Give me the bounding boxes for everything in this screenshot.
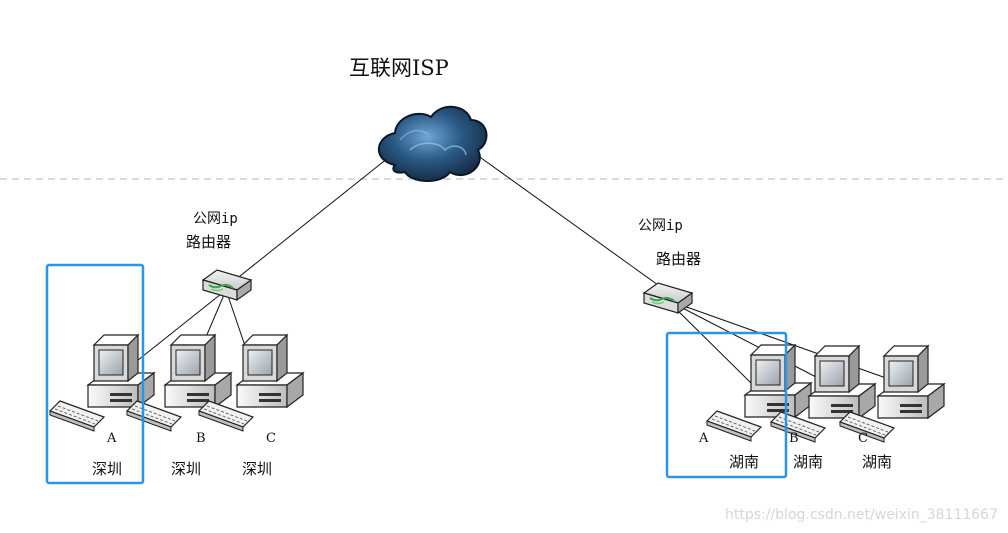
watermark: https://blog.csdn.net/weixin_38111667	[724, 507, 998, 523]
right-router-label-ip: 公网ip	[638, 218, 683, 234]
highlight-box-right	[665, 331, 788, 479]
left-router-label-name: 路由器	[186, 233, 232, 251]
right-host-b-city: 湖南	[793, 453, 824, 471]
diagram-title: 互联网ISP	[349, 56, 449, 80]
left-host-a-city: 深圳	[92, 460, 123, 478]
router-icon	[202, 269, 252, 301]
right-host-a-letter: A	[699, 431, 709, 446]
left-host-c-city: 深圳	[242, 460, 273, 478]
left-host-c-letter: C	[266, 431, 276, 446]
left-router-label-ip: 公网ip	[193, 211, 238, 227]
left-host-b-city: 深圳	[171, 460, 202, 478]
left-host-a-letter: A	[107, 431, 117, 446]
right-host-a-city: 湖南	[729, 453, 760, 471]
right-router-label-name: 路由器	[656, 250, 702, 268]
highlight-box-left	[45, 263, 145, 485]
router-icon	[643, 282, 693, 314]
right-host-c-letter: C	[858, 431, 868, 446]
right-host-b-letter: B	[789, 431, 799, 446]
left-host-b-letter: B	[196, 431, 206, 446]
right-host-c-city: 湖南	[862, 453, 893, 471]
cloud-icon	[377, 105, 488, 182]
